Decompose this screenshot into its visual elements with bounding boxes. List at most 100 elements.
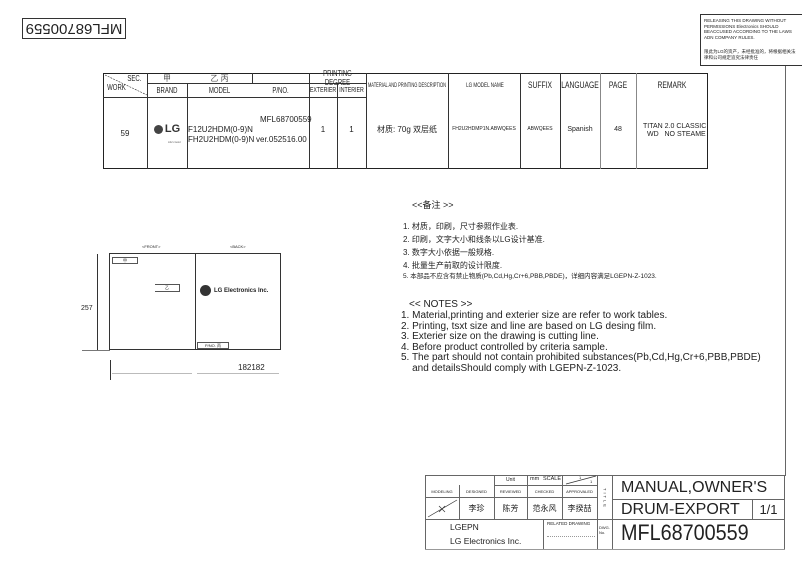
notes-zh-item: 1. 材质，印刷，尺寸参照作业表. (403, 222, 519, 231)
divider (147, 73, 148, 169)
dimension-height: 257 (81, 305, 93, 312)
scale-den: 1 (590, 479, 593, 484)
frame-line (785, 66, 786, 476)
drawing-title-1: MANUAL,OWNER'S (621, 479, 768, 496)
header-material: MATERIAL AND PRINTING DESCRIPTION (368, 81, 447, 89)
scale-label: SCALE (543, 476, 562, 482)
cell-lg-model-name: FH2U2HDMP1N.ABWQEES (452, 126, 516, 132)
divider (425, 549, 785, 550)
label-front: <FRONT> (142, 244, 161, 249)
modeling-label: MODELING (431, 489, 453, 494)
header-lg-model-name-cell: LG MODEL NAME (449, 73, 520, 97)
header-yibing: 乙 丙 (210, 73, 229, 83)
header-language: LANGUAGE (561, 80, 599, 90)
diagonal-line (104, 74, 147, 96)
label-back: <BACK> (230, 244, 246, 249)
divider (543, 519, 544, 549)
brand-text: LG (164, 122, 181, 135)
sig-checked: 范永风 (532, 503, 557, 513)
divider (425, 497, 597, 498)
divider (612, 475, 613, 549)
header-suffix: SUFFIX (527, 80, 552, 90)
corner-code-box: MFL68700559 (22, 18, 126, 39)
cell-interier: 1 (349, 124, 354, 134)
scale-num: 1 (579, 475, 582, 480)
dwg-no-label: DWG. No. (599, 525, 610, 535)
scale-fraction (565, 475, 597, 485)
reviewed-label: REVIEWED (499, 489, 522, 494)
header-jia: 甲 (163, 73, 171, 83)
related-drawing-label: RELATED DRAWING (547, 521, 591, 526)
related-drawing-field (547, 536, 595, 537)
header-interier: INTERIER (339, 87, 364, 94)
cell-exterier: 1 (320, 124, 326, 134)
divider (527, 475, 528, 519)
cell-model-2: FH2U2HDM(0-9)N (188, 135, 255, 144)
box-pno: P/NO. 丙 (197, 342, 229, 349)
title-label: TITLE (602, 487, 608, 509)
extension-line (82, 350, 110, 351)
header-exterier: EXTERIER (309, 87, 337, 94)
notes-en-item: 5. The part should not contain prohibite… (401, 352, 761, 363)
modeling-crossed (427, 499, 458, 518)
unit-label: Unit (506, 477, 515, 483)
header-sec: SEC. (127, 74, 142, 83)
notes-en-item: 2. Printing, tsxt size and line are base… (401, 320, 657, 332)
fold-line (195, 253, 196, 350)
notes-en-title: << NOTES >> (409, 299, 473, 310)
divider (448, 73, 449, 169)
notice-zh: 限此为LG的资产，未经批准的，将根据相关法律和公司规定追究法律责任 (704, 49, 796, 60)
divider (309, 73, 310, 169)
cell-version: ver.052516.00 (256, 135, 307, 144)
notes-zh-item: 4. 批量生产前取的设计限度. (403, 261, 503, 270)
divider (597, 475, 598, 549)
cell-language: Spanish (567, 125, 593, 133)
lg-logo-icon (153, 124, 163, 134)
dimension-width: 182182 (238, 363, 265, 372)
approvaled-label: APPROVALED (566, 489, 593, 494)
cell-material: 材质: 70g 双层纸 (376, 124, 437, 134)
divider (636, 73, 637, 169)
header-remark: REMARK (657, 80, 687, 90)
company-name: LG Electronics Inc. (450, 536, 522, 546)
header-printing-degree: PRINTING DEGREE (323, 69, 352, 87)
drawing-number: MFL68700559 (621, 520, 749, 545)
notes-zh-title: <<备注 >> (412, 200, 454, 210)
unit-value: mm (530, 476, 540, 482)
cell-pno: MFL68700559 (260, 115, 312, 124)
notes-en-item: 3. Exterier size on the drawing is cutti… (401, 331, 599, 342)
divider (494, 475, 495, 519)
work-table (103, 73, 708, 169)
sig-designed: 李珍 (468, 503, 485, 513)
divider (252, 73, 253, 83)
divider (459, 485, 460, 519)
notes-zh-item: 5. 本部品不应含有禁止物质(Pb,Cd,Hg,Cr+6,PBB,PBDE)，详… (403, 273, 657, 280)
cell-work: 59 (120, 128, 130, 138)
lg-logo-icon (200, 285, 211, 296)
sig-approved: 李揆喆 (567, 503, 592, 513)
header-model: MODEL (208, 86, 231, 95)
logo-text: LG Electronics Inc. (214, 288, 269, 294)
divider (425, 519, 785, 520)
brand-sub: Life's Good (168, 141, 181, 144)
sheet-number: 1/1 (759, 502, 778, 517)
divider (562, 475, 563, 519)
dimension-line-vertical (97, 254, 98, 350)
notice-box: RELEASING THIS DRAWING WITHOUT PERMISSIO… (700, 14, 802, 66)
divider (494, 485, 597, 486)
dimension-line-front (112, 373, 192, 374)
notes-en-item: and detailsShould comply with LGEPN-Z-10… (401, 362, 622, 374)
divider (560, 73, 561, 169)
cell-suffix: ABWQEES (527, 126, 553, 132)
header-work: WORK (107, 83, 126, 92)
header-material-cell: MATERIAL AND PRINTING DESCRIPTION (367, 73, 448, 97)
box-jia: 甲 (112, 257, 138, 264)
box-yi: 乙 (155, 284, 180, 292)
cell-remark-1: TITAN 2.0 CLASSIC (643, 123, 707, 130)
sig-reviewed: 陈芳 (502, 503, 519, 513)
cell-model-1: F12U2HDM(0-9)N (188, 125, 253, 134)
header-page: PAGE (608, 80, 628, 90)
notice-en: RELEASING THIS DRAWING WITHOUT PERMISSIO… (704, 18, 792, 40)
checked-label: CHECKED (534, 489, 555, 494)
divider (752, 499, 753, 519)
